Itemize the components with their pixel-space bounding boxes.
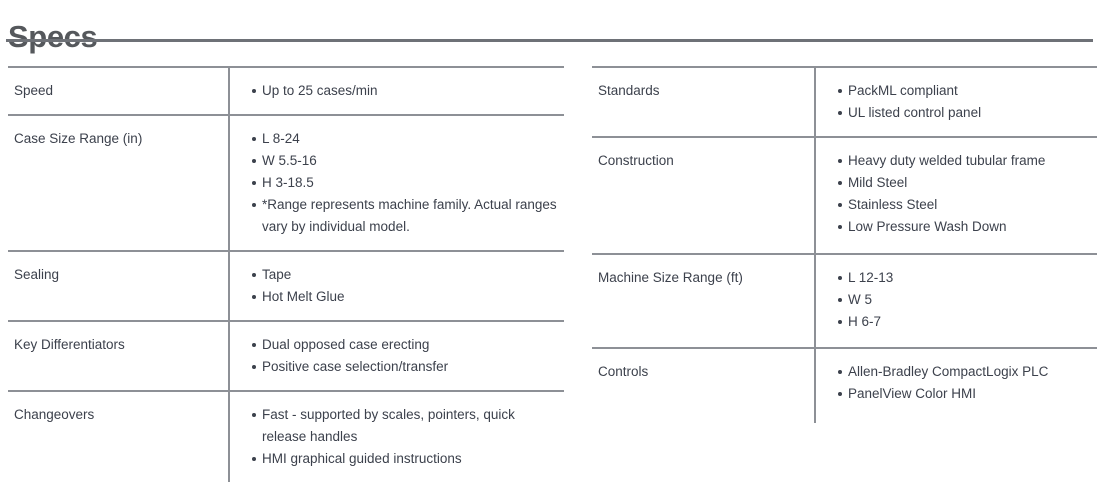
- spec-bullet-item: Hot Melt Glue: [230, 286, 560, 308]
- spec-bullet-item: PackML compliant: [816, 80, 1093, 102]
- spec-label: Changeovers: [8, 392, 230, 482]
- spec-label: Controls: [592, 349, 816, 423]
- spec-label: Construction: [592, 138, 816, 253]
- spec-bullet-item: UL listed control panel: [816, 102, 1093, 124]
- spec-bullet-item: Up to 25 cases/min: [230, 80, 560, 102]
- spec-bullet-item: Tape: [230, 264, 560, 286]
- spec-values: Up to 25 cases/min: [230, 68, 564, 114]
- spec-bullet-item: Heavy duty welded tubular frame: [816, 150, 1093, 172]
- spec-bullet-item: H 6-7: [816, 311, 1093, 333]
- spec-bullet-item: W 5: [816, 289, 1093, 311]
- spec-bullet-item: Fast - supported by scales, pointers, qu…: [230, 404, 560, 448]
- spec-bullet-item: W 5.5-16: [230, 150, 560, 172]
- spec-bullet-item: Allen-Bradley CompactLogix PLC: [816, 361, 1093, 383]
- spec-bullet-item: Low Pressure Wash Down: [816, 216, 1093, 238]
- spec-label: Speed: [8, 68, 230, 114]
- spec-bullet-list: Up to 25 cases/min: [230, 80, 560, 102]
- spec-label: Sealing: [8, 252, 230, 320]
- spec-label: Key Differentiators: [8, 322, 230, 390]
- spec-bullet-item: H 3-18.5: [230, 172, 560, 194]
- spec-bullet-item: Stainless Steel: [816, 194, 1093, 216]
- spec-label: Case Size Range (in): [8, 116, 230, 250]
- spec-bullet-item: *Range represents machine family. Actual…: [230, 194, 560, 238]
- spec-bullet-item: Positive case selection/transfer: [230, 356, 560, 378]
- heading-divider: [6, 39, 1093, 42]
- spec-bullet-item: HMI graphical guided instructions: [230, 448, 560, 470]
- spec-bullet-list: Fast - supported by scales, pointers, qu…: [230, 404, 560, 470]
- spec-label: Standards: [592, 68, 816, 136]
- spec-bullet-item: L 12-13: [816, 267, 1093, 289]
- spec-bullet-item: PanelView Color HMI: [816, 383, 1093, 405]
- spec-bullet-item: Dual opposed case erecting: [230, 334, 560, 356]
- page-title: Specs: [8, 18, 98, 54]
- spec-bullet-item: L 8-24: [230, 128, 560, 150]
- spec-bullet-item: Mild Steel: [816, 172, 1093, 194]
- spec-values: Fast - supported by scales, pointers, qu…: [230, 392, 564, 482]
- spec-label: Machine Size Range (ft): [592, 255, 816, 347]
